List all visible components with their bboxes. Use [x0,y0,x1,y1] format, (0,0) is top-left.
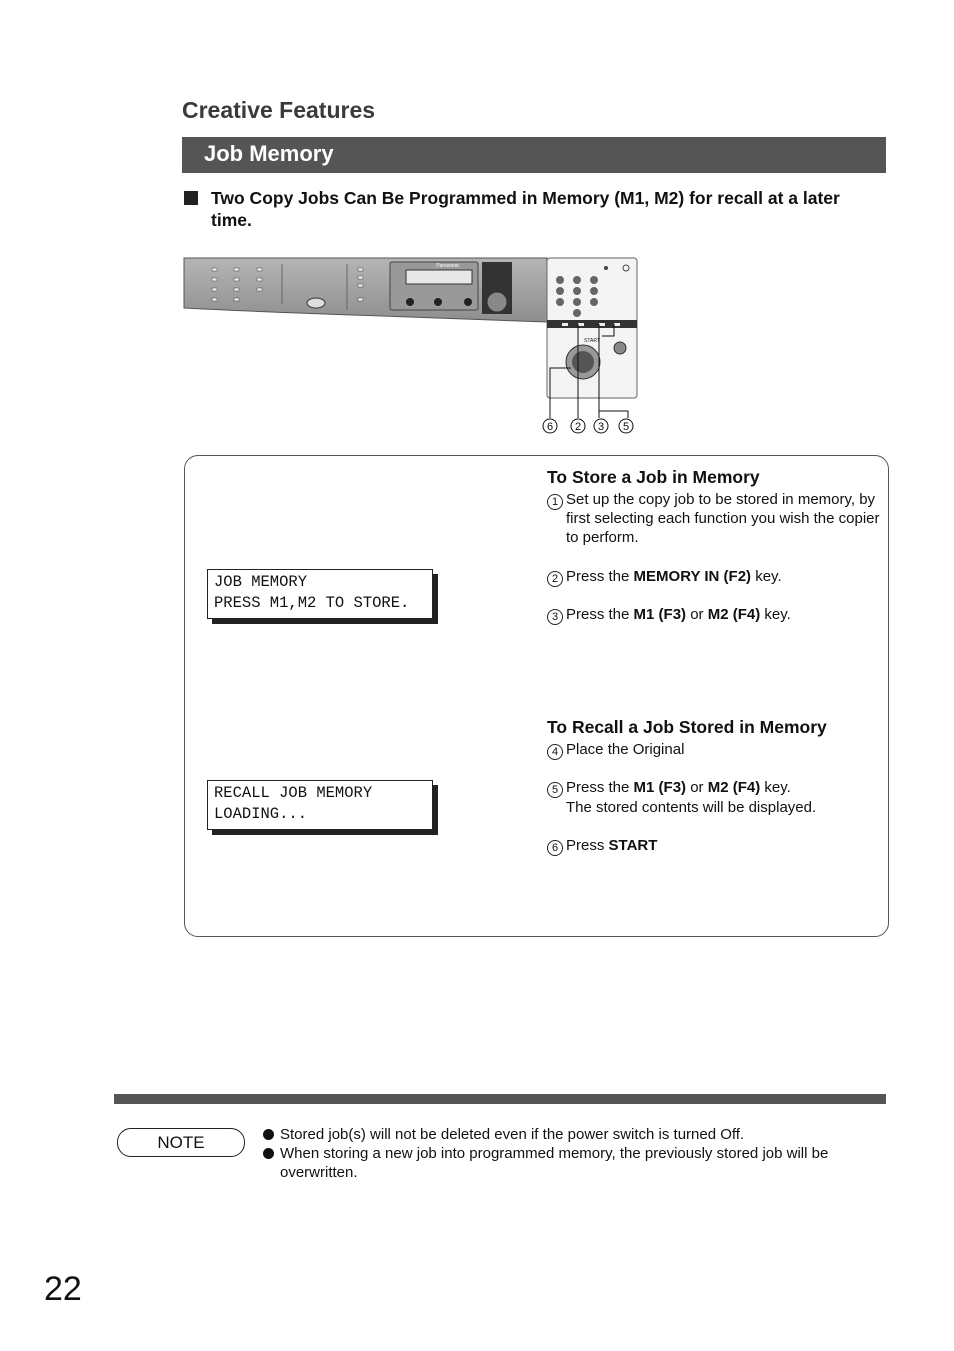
step-number: 3 [547,609,563,625]
step-number: 4 [547,744,563,760]
page-title: Job Memory [204,141,334,166]
note-label: NOTE [117,1128,245,1157]
svg-text:3: 3 [598,421,604,433]
bullet-icon [263,1129,274,1140]
list-item: When storing a new job into programmed m… [263,1144,873,1182]
store-step-1: 1 Set up the copy job to be stored in me… [547,490,880,550]
divider [114,1094,886,1104]
section-title: Creative Features [182,97,376,123]
recall-heading: To Recall a Job Stored in Memory [547,717,827,737]
step-number: 6 [547,840,563,856]
lcd-line: JOB MEMORY [214,573,308,591]
store-heading: To Store a Job in Memory [547,467,760,487]
svg-text:6: 6 [547,421,553,433]
step-number: 2 [547,571,563,587]
control-panel-illustration: Panasonic START 6 2 3 5 [183,257,638,434]
instructions-box [184,455,889,937]
page-number: 22 [44,1270,82,1308]
headline: Two Copy Jobs Can Be Programmed in Memor… [211,188,840,230]
list-item: Stored job(s) will not be deleted even i… [263,1125,873,1144]
step-number: 5 [547,782,563,798]
bullet-icon [263,1148,274,1159]
lcd-line: RECALL JOB MEMORY [214,784,373,802]
lcd-store-display: JOB MEMORY PRESS M1,M2 TO STORE. [207,569,433,619]
svg-text:START: START [584,338,600,344]
svg-text:5: 5 [623,421,629,433]
square-bullet-icon [184,191,198,205]
step-number: 1 [547,494,563,510]
step-text: Set up the copy job to be stored in memo… [566,491,880,546]
lcd-line: LOADING... [214,805,308,823]
title-bar: Job Memory [182,137,886,173]
svg-text:Panasonic: Panasonic [436,263,460,269]
svg-text:2: 2 [575,421,581,433]
lcd-recall-display: RECALL JOB MEMORY LOADING... [207,780,433,830]
note-list: Stored job(s) will not be deleted even i… [263,1125,873,1182]
step-text: The stored contents will be displayed. [566,799,817,816]
lcd-line: PRESS M1,M2 TO STORE. [214,594,410,612]
